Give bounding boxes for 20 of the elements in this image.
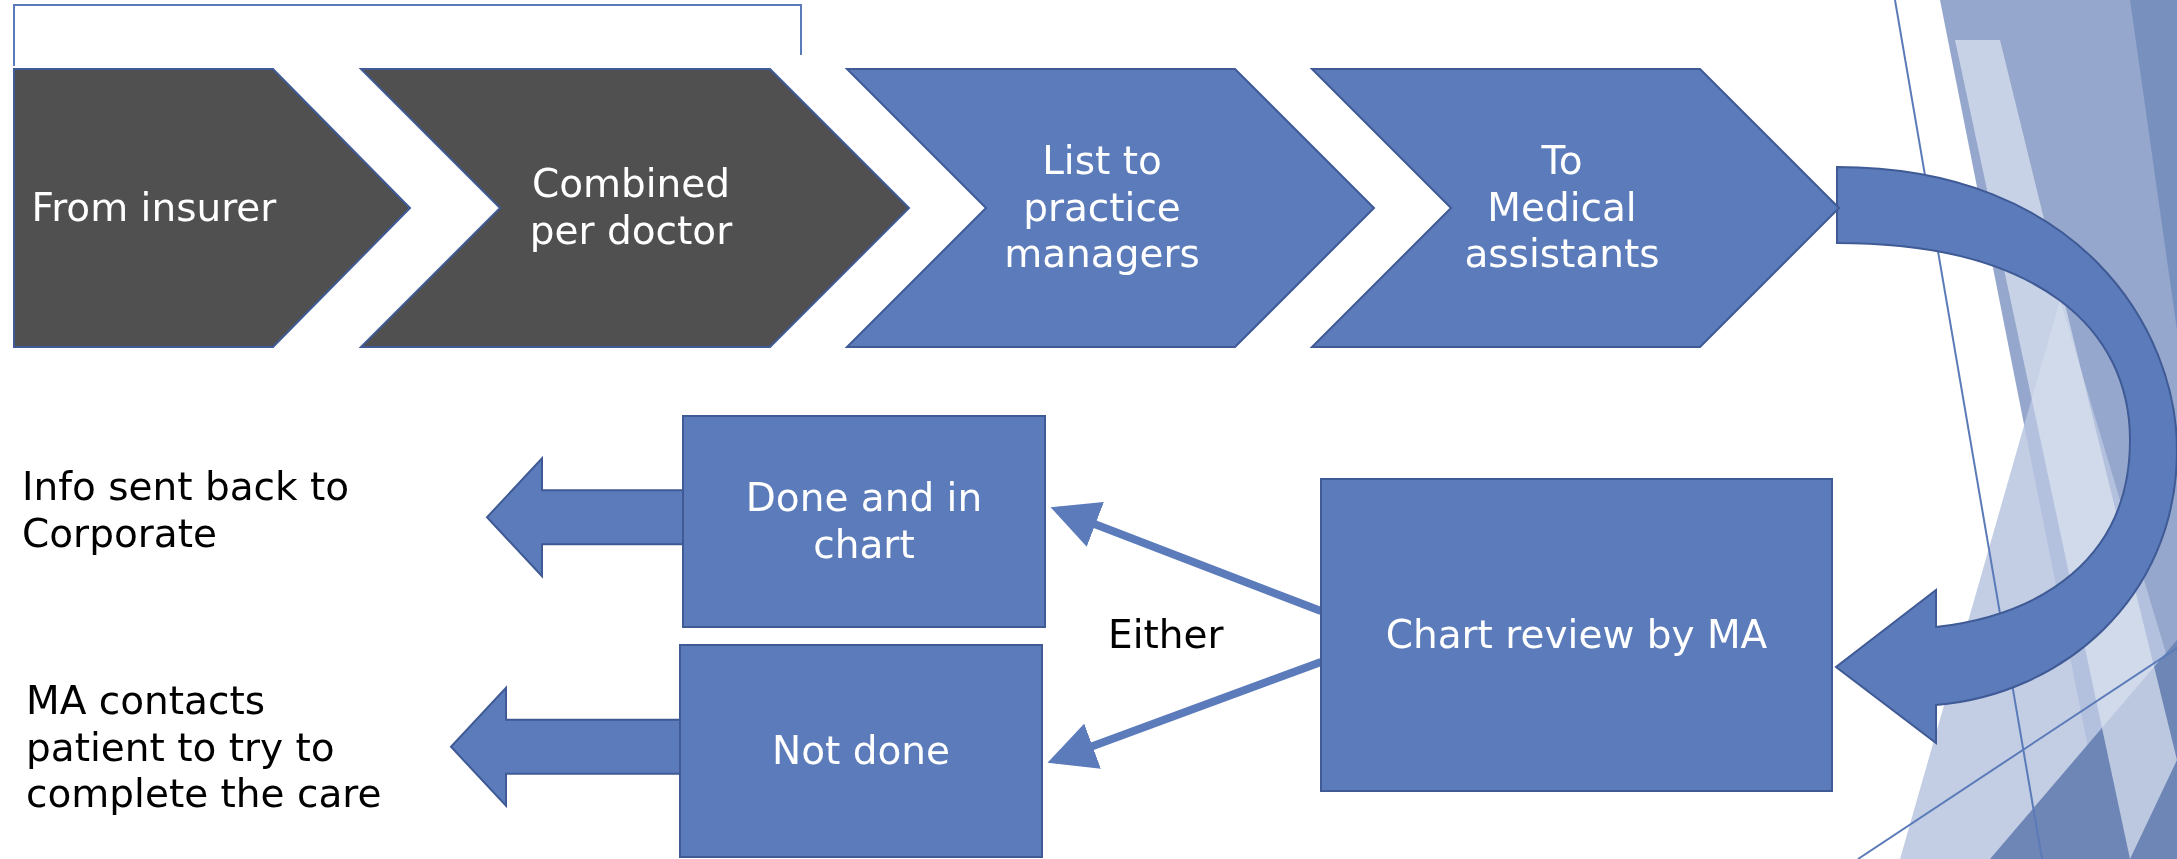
step-label: List to practice managers [1003,137,1201,279]
step-shape [1312,69,1839,347]
step-label: Done and in chart [744,474,984,569]
block-arrow [485,455,684,579]
step-shape [847,69,1374,347]
step-label: Chart review by MA [1385,611,1768,659]
step-label: Not done [771,727,951,775]
note-text: MA contacts patient to try to complete the care [26,677,383,819]
block-arrow [1835,166,2177,744]
note-text: Info sent back to Corporate [22,464,351,558]
step-label: Combined per doctor [528,161,734,255]
either-label: Either [1108,612,1224,657]
step-shape [14,69,410,347]
process-box [680,645,1042,857]
step-label: From insurer [30,184,278,232]
process-box [1321,479,1832,791]
block-arrow [449,685,681,809]
step-label: To Medical assistants [1463,137,1661,279]
process-box [683,416,1045,627]
step-shape [361,69,909,347]
